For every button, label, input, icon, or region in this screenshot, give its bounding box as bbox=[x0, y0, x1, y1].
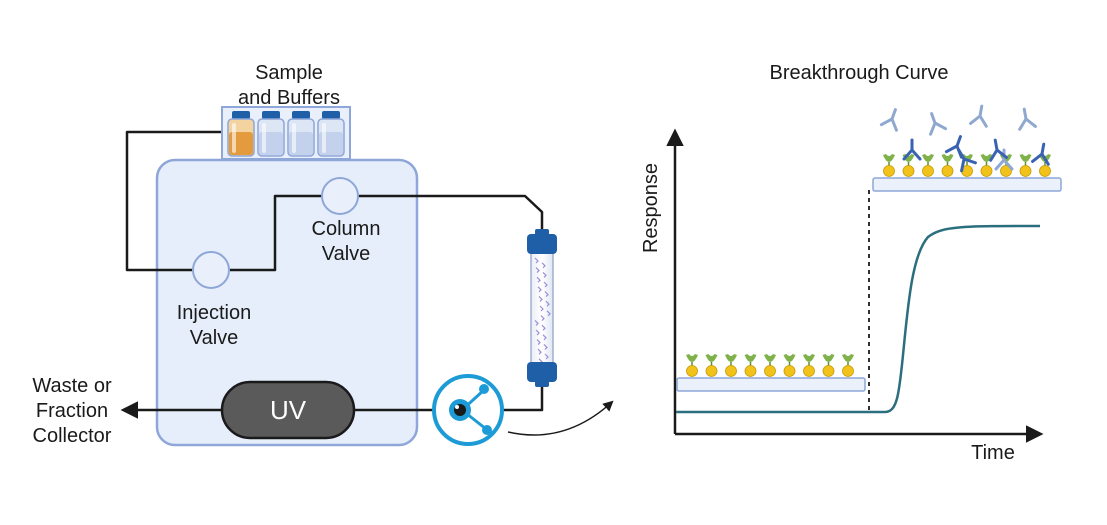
antibody-icon bbox=[944, 135, 963, 159]
antibody-icon bbox=[902, 138, 922, 161]
ligand-icon bbox=[764, 354, 776, 377]
buffer-bottle-icon bbox=[257, 111, 285, 157]
buffer-bottle-icon bbox=[317, 111, 345, 157]
breakthrough-curve bbox=[676, 224, 1041, 414]
chromatography-column-icon bbox=[527, 229, 557, 387]
ligand-icon bbox=[744, 354, 757, 377]
ligand-icon bbox=[1019, 154, 1032, 177]
sample-label-line2: and Buffers bbox=[238, 87, 340, 109]
column-valve[interactable] bbox=[321, 177, 359, 215]
ligand-icon bbox=[725, 354, 737, 377]
injection-valve-label-line1: Injection bbox=[177, 302, 252, 324]
column-top-cap bbox=[527, 234, 557, 254]
uv-detector[interactable] bbox=[220, 380, 356, 440]
antibody-icon bbox=[957, 148, 977, 173]
ligand-icon bbox=[941, 154, 954, 177]
amber-sample-bottle-icon bbox=[227, 111, 255, 157]
ligand-icon bbox=[902, 154, 915, 177]
ligand-icon bbox=[686, 354, 698, 377]
waste-label-line3: Collector bbox=[33, 425, 112, 447]
column-valve-to-column-tube bbox=[358, 194, 544, 238]
buffer-bottle-icon bbox=[287, 111, 315, 157]
column-to-sensor-tube bbox=[503, 378, 544, 412]
tubing bbox=[125, 130, 544, 412]
chart-title: Breakthrough Curve bbox=[770, 62, 949, 84]
injection-to-column-valve-tube bbox=[230, 194, 322, 272]
column-valve-label-line1: Column bbox=[312, 218, 381, 240]
antibody-icon bbox=[1031, 142, 1050, 166]
column-resin bbox=[534, 257, 551, 365]
ligand-icon bbox=[842, 354, 854, 377]
antibody-icon bbox=[929, 112, 948, 136]
ligand-icon bbox=[803, 354, 815, 377]
ligand-icon bbox=[783, 354, 796, 377]
antibody-icon bbox=[989, 138, 1008, 162]
sensor-surface-before bbox=[676, 377, 866, 392]
antibody-icon bbox=[1018, 107, 1037, 131]
ligands-before bbox=[686, 354, 854, 377]
waste-label-line2: Fraction bbox=[36, 400, 108, 422]
signal-to-chart-arrow bbox=[507, 400, 614, 436]
column-valve-label-line2: Valve bbox=[322, 243, 371, 265]
antibodies bbox=[879, 104, 1050, 173]
ligand-icon bbox=[822, 354, 835, 377]
sample-to-injection-tube bbox=[125, 130, 228, 272]
ligand-icon bbox=[705, 354, 718, 377]
bottle-group bbox=[227, 111, 345, 157]
column-bottom-cap bbox=[527, 362, 557, 382]
ligand-icon bbox=[922, 154, 934, 177]
uv-label: UV bbox=[270, 395, 307, 425]
waste-label-line1: Waste or bbox=[32, 375, 112, 397]
detector-sensor-icon[interactable] bbox=[432, 374, 504, 446]
antibody-icon bbox=[969, 104, 988, 128]
sample-label-line1: Sample bbox=[255, 62, 323, 84]
antibody-icon bbox=[879, 108, 898, 132]
ligand-icon bbox=[883, 154, 895, 177]
injection-valve[interactable] bbox=[192, 251, 230, 289]
sensor-surface-after bbox=[872, 177, 1062, 192]
x-axis-label: Time bbox=[971, 442, 1015, 464]
injection-valve-label-line2: Valve bbox=[190, 327, 239, 349]
ligands-after bbox=[883, 154, 1051, 177]
y-axis-label: Response bbox=[640, 163, 662, 253]
